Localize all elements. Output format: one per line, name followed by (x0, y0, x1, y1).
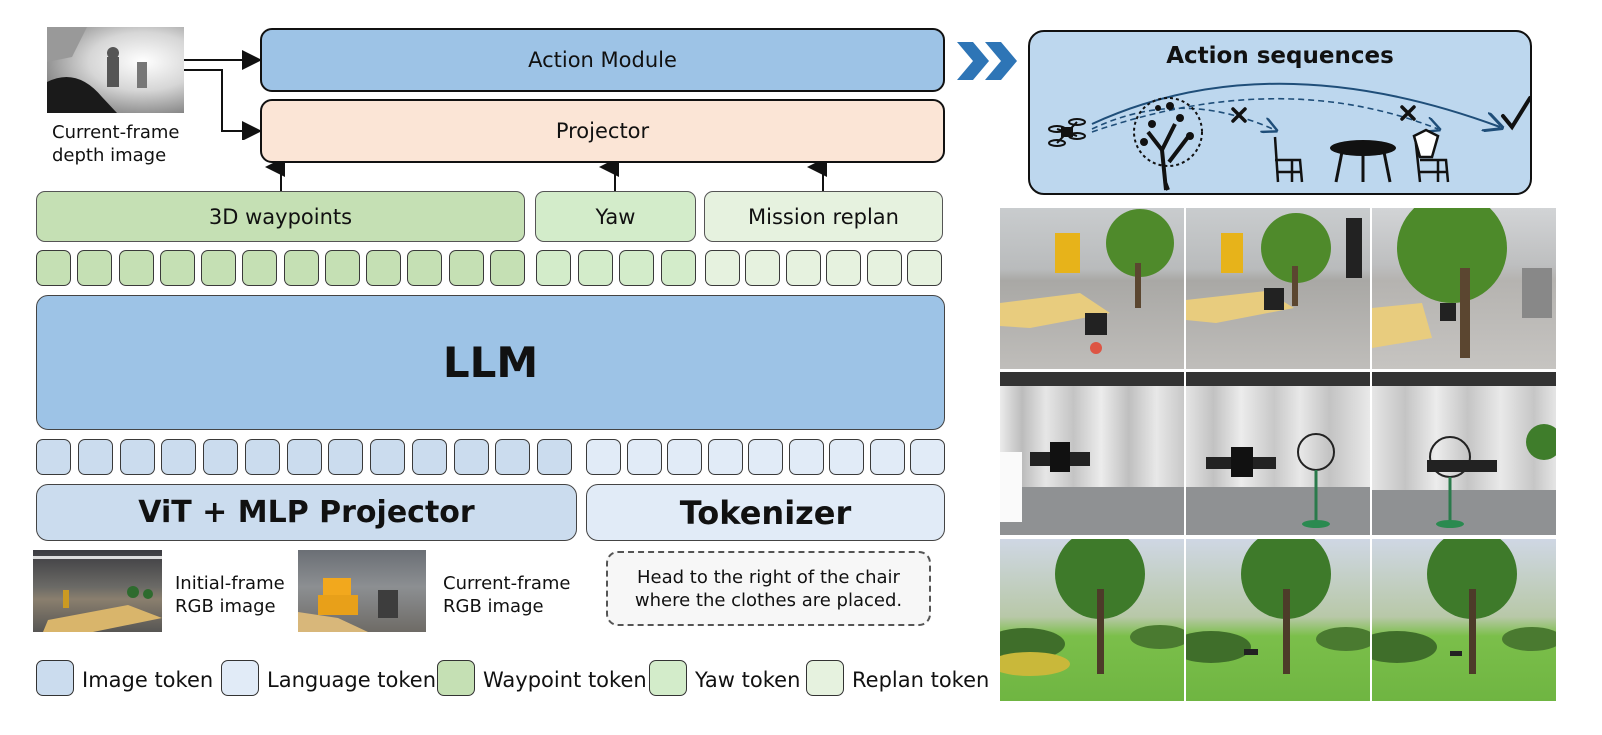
image-token (411, 439, 447, 475)
replan-token (866, 250, 902, 286)
action-sequences-title: Action sequences (1166, 43, 1394, 69)
language-token (910, 439, 945, 475)
depth-arrows (184, 50, 262, 140)
photo-park-3 (1372, 539, 1556, 701)
depth-caption: Current-frame depth image (52, 122, 180, 166)
legend-label: Image token (82, 668, 214, 692)
legend-label: Yaw token (695, 668, 801, 692)
replan-token (745, 250, 781, 286)
waypoint-token (283, 250, 319, 286)
initial-caption: Initial-frame RGB image (175, 573, 285, 617)
waypoint-token (242, 250, 278, 286)
waypoint-token (201, 250, 237, 286)
legend-swatch (649, 660, 687, 696)
legend-swatch (806, 660, 844, 696)
photo-curtain-3 (1372, 372, 1556, 535)
photo-indoor-tree-2 (1186, 208, 1370, 369)
projector-input-arrows (265, 162, 827, 192)
waypoint-token (366, 250, 402, 286)
tokenizer: Tokenizer (586, 484, 945, 541)
waypoint-token (159, 250, 195, 286)
image-token (495, 439, 531, 475)
yaw-box: Yaw (535, 191, 696, 242)
photo-grid (998, 206, 1558, 701)
image-token (537, 439, 572, 475)
legend-label: Language token (267, 668, 437, 692)
input-token-row (0, 439, 960, 476)
image-token (286, 439, 322, 475)
waypoints-box: 3D waypoints (36, 191, 525, 242)
depth-silhouette-icon (47, 27, 147, 113)
image-token (370, 439, 405, 475)
waypoint-token (448, 250, 484, 286)
cross-icon (1231, 105, 1416, 123)
replan-token (705, 250, 740, 286)
language-token (667, 439, 702, 475)
waypoint-token (324, 250, 360, 286)
legend-swatch (437, 660, 475, 696)
legend-swatch (221, 660, 259, 696)
action-module: Action Module (260, 28, 945, 92)
waypoint-token (490, 250, 525, 286)
llm: LLM (36, 295, 945, 430)
language-token (829, 439, 864, 475)
projector: Projector (260, 99, 945, 163)
photo-indoor-tree-1 (1000, 208, 1184, 369)
vit-label: ViT + MLP Projector (138, 495, 475, 530)
instruction-text: Head to the right of the chair where the… (634, 566, 903, 611)
replan-token (826, 250, 862, 286)
instruction-box: Head to the right of the chair where the… (606, 551, 931, 626)
tokenizer-label: Tokenizer (679, 493, 852, 532)
image-token (453, 439, 489, 475)
llm-label: LLM (442, 338, 539, 387)
depth-image (47, 27, 184, 113)
drone-icon (1048, 118, 1086, 147)
tree-icon (1133, 97, 1203, 191)
waypoint-token (118, 250, 154, 286)
table-icon (1330, 140, 1396, 183)
language-token (788, 439, 824, 475)
action-sequences-panel: Action sequences (1028, 30, 1532, 195)
checkmark-icon (1501, 96, 1530, 131)
output-token-row (0, 250, 960, 287)
yaw-token (577, 250, 613, 286)
language-token (748, 439, 783, 475)
initial-rgb-image (33, 550, 162, 632)
image-token (161, 439, 197, 475)
waypoint-token (407, 250, 443, 286)
photo-park-2 (1186, 539, 1370, 701)
chair-icon (1273, 136, 1304, 183)
language-token (869, 439, 905, 475)
waypoint-token (77, 250, 113, 286)
image-token (119, 439, 155, 475)
yaw-token (619, 250, 655, 286)
photo-indoor-tree-3 (1372, 208, 1556, 369)
photo-curtain-1 (1000, 372, 1184, 535)
replan-token (785, 250, 821, 286)
action-sequence-illustration (1048, 82, 1530, 191)
image-token (77, 439, 113, 475)
image-token (203, 439, 238, 475)
image-token (244, 439, 280, 475)
current-rgb-image (298, 550, 426, 632)
photo-curtain-2 (1186, 372, 1370, 535)
legend-label: Waypoint token (483, 668, 647, 692)
legend-label: Replan token (852, 668, 990, 692)
current-caption: Current-frame RGB image (443, 573, 571, 617)
yaw-token (536, 250, 571, 286)
language-token (626, 439, 662, 475)
photo-park-1 (1000, 539, 1184, 701)
language-token (707, 439, 743, 475)
language-token (586, 439, 621, 475)
chevron-right-icon (957, 42, 1017, 80)
legend-swatch (36, 660, 74, 696)
image-token (328, 439, 364, 475)
replan-box: Mission replan (704, 191, 943, 242)
yaw-token (661, 250, 696, 286)
replan-token (907, 250, 942, 286)
waypoint-token (36, 250, 71, 286)
vit-projector: ViT + MLP Projector (36, 484, 577, 541)
chair-with-clothes-icon (1412, 128, 1450, 183)
image-token (36, 439, 71, 475)
